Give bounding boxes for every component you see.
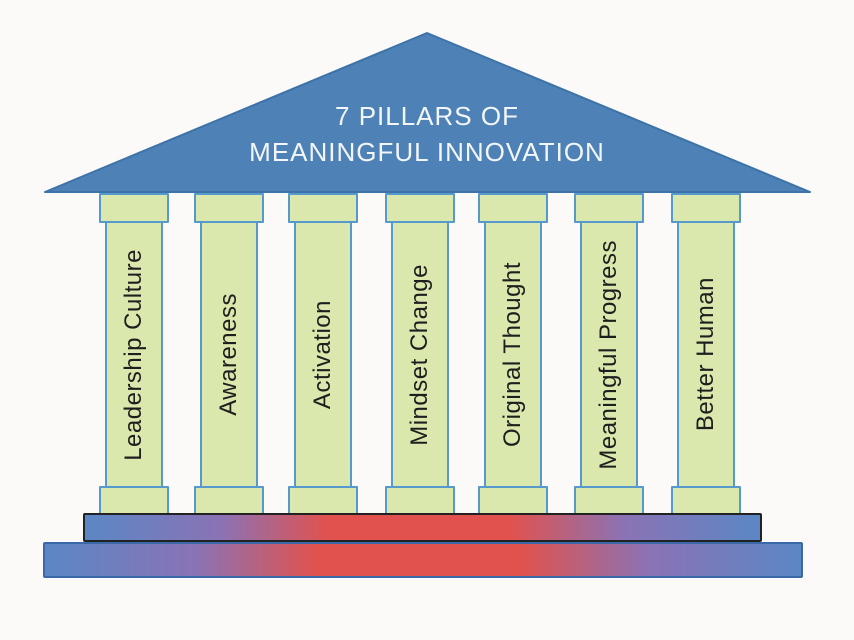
pillar-base [671, 486, 741, 515]
diagram-title-line2: MEANINGFUL INNOVATION [249, 137, 605, 167]
pillar-label: Meaningful Progress [595, 239, 622, 470]
pillar-base [385, 486, 455, 515]
diagram-title-line1: 7 PILLARS OF [335, 101, 519, 131]
pillar-capital [574, 193, 644, 223]
pillar-original-thought: Original Thought [478, 193, 548, 515]
pillar-label: Original Thought [499, 262, 526, 447]
pillar-label: Mindset Change [406, 263, 433, 446]
pillar-base [478, 486, 548, 515]
pillar-base [574, 486, 644, 515]
pillar-capital [478, 193, 548, 223]
pillar-meaningful-progress: Meaningful Progress [574, 193, 644, 515]
pediment-triangle [44, 32, 811, 193]
diagram-title: 7 PILLARS OF MEANINGFUL INNOVATION [0, 98, 854, 170]
pillar-shaft: Activation [294, 221, 352, 488]
pillar-base [194, 486, 264, 515]
pillar-shaft: Leadership Culture [105, 221, 163, 488]
pillar-shaft: Better Human [677, 221, 735, 488]
upper-platform [83, 513, 762, 542]
pillar-shaft: Meaningful Progress [580, 221, 638, 488]
pillar-better-human: Better Human [671, 193, 741, 515]
pillar-awareness: Awareness [194, 193, 264, 515]
pillar-mindset-change: Mindset Change [385, 193, 455, 515]
pillar-capital [99, 193, 169, 223]
pillar-activation: Activation [288, 193, 358, 515]
pillar-label: Better Human [692, 277, 719, 432]
pillar-base [288, 486, 358, 515]
lower-platform [43, 542, 803, 578]
pillar-leadership-culture: Leadership Culture [99, 193, 169, 515]
pillar-shaft: Awareness [200, 221, 258, 488]
pillar-label: Activation [309, 299, 336, 410]
pillar-capital [194, 193, 264, 223]
pillar-shaft: Original Thought [484, 221, 542, 488]
pillar-base [99, 486, 169, 515]
pillar-label: Leadership Culture [120, 248, 147, 461]
pillar-capital [671, 193, 741, 223]
pillar-capital [385, 193, 455, 223]
pillar-capital [288, 193, 358, 223]
pillar-shaft: Mindset Change [391, 221, 449, 488]
pillar-label: Awareness [215, 293, 242, 416]
